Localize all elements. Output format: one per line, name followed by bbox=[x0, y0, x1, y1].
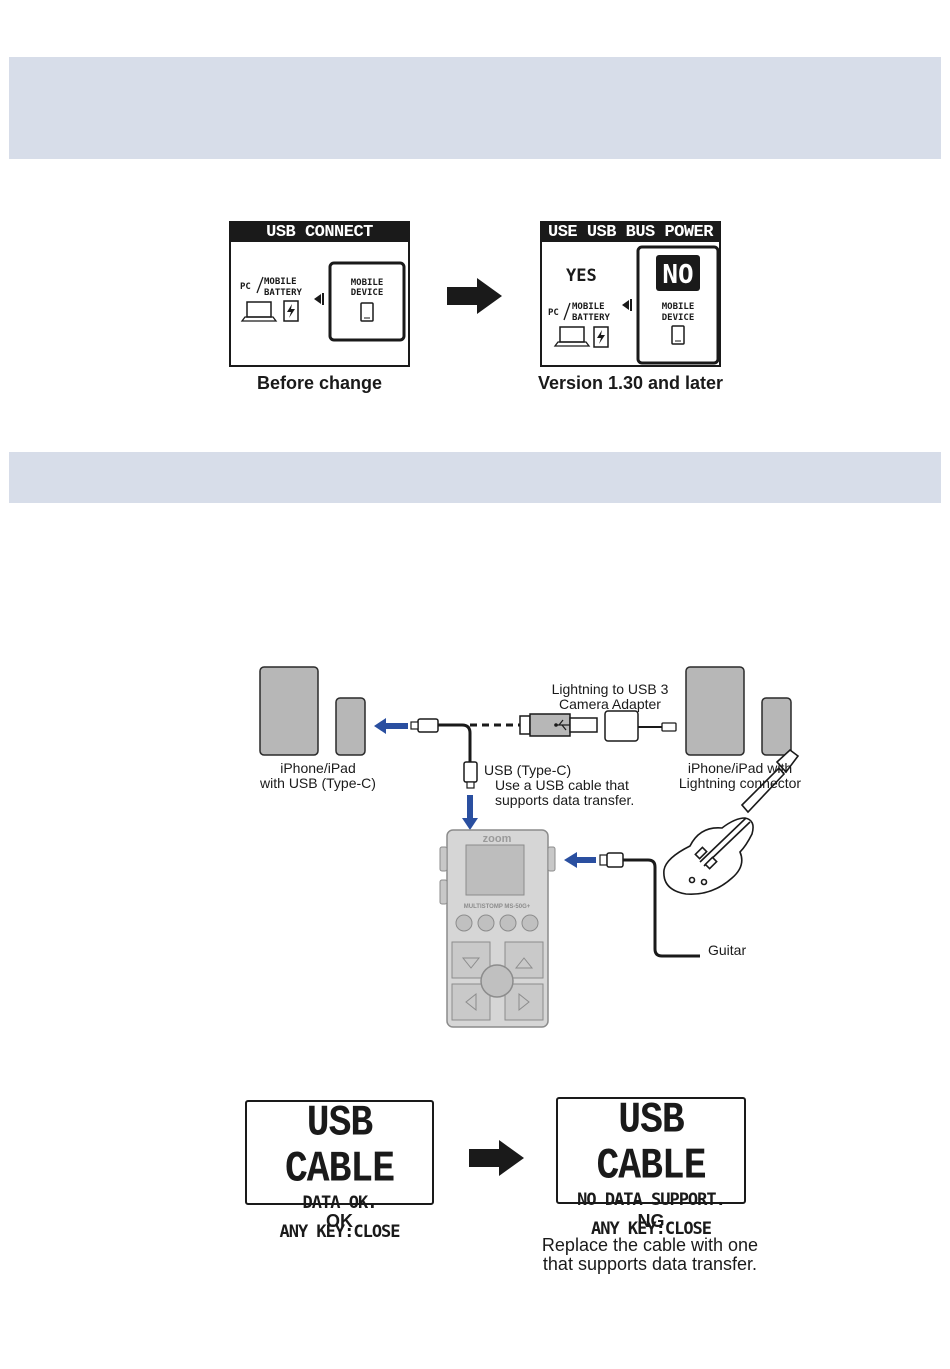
lcd-ok-line1: USB CABLE bbox=[284, 1098, 395, 1195]
caption-before: Before change bbox=[256, 373, 383, 393]
svg-text:MOBILE: MOBILE bbox=[572, 302, 605, 312]
output-icon bbox=[314, 293, 324, 305]
left-iphone-icon bbox=[335, 697, 366, 756]
lcd-ok-line3: ANY KEY:CLOSE bbox=[279, 1222, 400, 1242]
svg-text:MOBILE: MOBILE bbox=[662, 302, 695, 312]
adapter-label: Lightning to USB 3 Camera Adapter bbox=[551, 681, 669, 712]
cable-note: Use a USB cable that supports data trans… bbox=[495, 777, 635, 808]
guitar-icon bbox=[663, 748, 800, 895]
caption-ok: OK bbox=[326, 1211, 353, 1231]
right-ipad-icon bbox=[685, 666, 745, 756]
svg-text:BATTERY: BATTERY bbox=[264, 288, 303, 298]
blue-arrow-input bbox=[564, 852, 596, 868]
left-device-label: iPhone/iPad with USB (Type-C) bbox=[260, 760, 376, 791]
connection-diagram: zoom MULTISTOMP MS-50G+ bbox=[259, 666, 800, 1028]
lcd-ok-screen: USB CABLE DATA OK. ANY KEY:CLOSE bbox=[245, 1098, 434, 1242]
lcd-before: USB CONNECT PC MOBILE BATTERY MOBILE DEV… bbox=[229, 221, 410, 367]
section-header-band bbox=[9, 57, 941, 159]
lcd-before-graphics: PC MOBILE BATTERY MOBILE DEVICE bbox=[240, 261, 406, 342]
lcd-ok-line2: DATA OK. bbox=[302, 1193, 378, 1213]
usb-symbol-icon bbox=[554, 719, 570, 731]
battery-icon bbox=[283, 300, 299, 322]
svg-text:MOBILE: MOBILE bbox=[264, 277, 297, 287]
lcd-after-graphics: YES PC MOBILE BATTERY NO MOBILE DEVICE bbox=[548, 245, 719, 365]
svg-text:MULTISTOMP MS-50G+: MULTISTOMP MS-50G+ bbox=[464, 904, 531, 910]
lcd-ng-screen: USB CABLE NO DATA SUPPORT. ANY KEY:CLOSE bbox=[556, 1095, 746, 1239]
blue-arrow-left bbox=[374, 718, 408, 734]
ng-note: Replace the cable with one that supports… bbox=[541, 1235, 759, 1274]
lcd-ng-line3: ANY KEY:CLOSE bbox=[590, 1219, 712, 1239]
left-ipad-icon bbox=[259, 666, 319, 756]
right-iphone-icon bbox=[761, 697, 792, 756]
camera-adapter bbox=[604, 710, 639, 742]
laptop-icon bbox=[240, 301, 278, 322]
lcd-ng-line2: NO DATA SUPPORT. bbox=[577, 1190, 726, 1210]
lcd-after-title: USE USB BUS POWER bbox=[542, 223, 719, 242]
battery-icon-after bbox=[593, 326, 609, 348]
svg-text:DEVICE: DEVICE bbox=[662, 313, 695, 323]
right-device-label: iPhone/iPad with Lightning connector bbox=[678, 760, 802, 791]
blue-arrow-down bbox=[462, 795, 478, 830]
svg-text:DEVICE: DEVICE bbox=[351, 288, 384, 298]
svg-text:PC: PC bbox=[548, 308, 559, 318]
right-arrow-icon bbox=[447, 278, 502, 314]
lcd-before-title: USB CONNECT bbox=[231, 223, 408, 242]
yes-label: YES bbox=[566, 266, 597, 286]
lcd-ng-line1: USB CABLE bbox=[596, 1095, 706, 1192]
svg-text:zoom: zoom bbox=[483, 833, 512, 845]
caption-after: Version 1.30 and later bbox=[537, 373, 724, 393]
svg-text:MOBILE: MOBILE bbox=[351, 278, 384, 288]
pc-label: PC bbox=[240, 282, 251, 292]
lcd-after: USE USB BUS POWER YES PC MOBILE BATTERY … bbox=[540, 221, 721, 367]
phone-icon-after bbox=[671, 325, 685, 345]
guitar-label: Guitar bbox=[708, 942, 747, 958]
section-header-band-2 bbox=[9, 452, 941, 503]
svg-text:BATTERY: BATTERY bbox=[572, 313, 611, 323]
caption-ng: NG bbox=[637, 1211, 665, 1231]
no-label: NO bbox=[662, 260, 693, 290]
usb-type-c-label: USB (Type-C) bbox=[484, 762, 572, 778]
output-icon-after bbox=[622, 299, 632, 311]
multistomp-pedal: zoom MULTISTOMP MS-50G+ bbox=[439, 829, 556, 1028]
right-arrow-icon-2 bbox=[469, 1140, 524, 1176]
laptop-icon-after bbox=[553, 326, 591, 347]
phone-icon bbox=[360, 302, 374, 322]
